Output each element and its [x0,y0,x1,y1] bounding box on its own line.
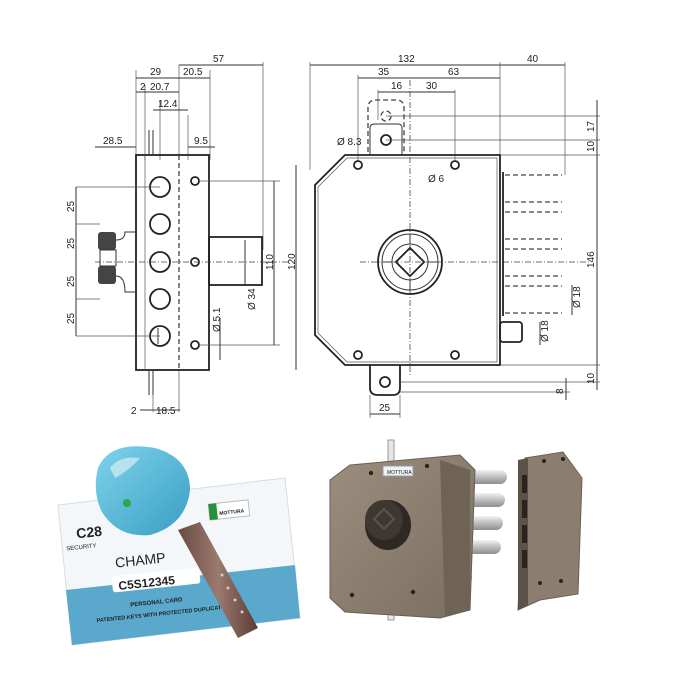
dim-132: 132 [398,54,415,65]
side-view-drawing: 29 20.5 57 2 20.7 12.4 28.5 9.5 25 25 25… [66,54,298,417]
dim-18-5: 18.5 [156,406,176,417]
card-code: C5S12345 [118,573,176,593]
dim-63: 63 [448,67,460,78]
dim-29: 29 [150,67,162,78]
dim-dia-5-1: Ø 5.1 [212,307,223,332]
bolt-outlines [502,172,562,316]
lock-knob [365,500,411,550]
front-view-drawing: 132 40 35 63 16 30 Ø 8.3 Ø 6 Ø 18 Ø 18 1… [309,54,600,418]
dim-120: 120 [287,253,298,270]
dim-10-bottom: 10 [586,372,597,384]
dim-9-5: 9.5 [194,136,208,147]
dim-57: 57 [213,54,225,65]
dim-dia-18-a: Ø 18 [572,286,583,308]
dim-35: 35 [378,67,390,78]
dim-110: 110 [265,254,276,270]
dim-28-5: 28.5 [103,136,123,147]
dim-dia-18-b: Ø 18 [540,320,551,342]
card-logo: MOTTURA [219,508,245,517]
dim-30: 30 [426,81,438,92]
dim-25-bottom: 25 [379,403,391,414]
card-line1: PERSONAL CARD [130,597,183,608]
card-brand: CHAMP [114,549,166,570]
dim-25-c: 25 [66,275,77,287]
dim-20-7: 20.7 [150,82,170,93]
key-led-icon [123,499,131,507]
dim-dia-34: Ø 34 [247,288,258,310]
dim-25-d: 25 [66,312,77,324]
lock-product-photo: MOTTURA [329,439,583,621]
dim-20-5: 20.5 [183,67,203,78]
card-model-sub: SECURITY [66,543,97,552]
dim-8: 8 [555,388,566,394]
lock-label: MOTTURA [387,470,412,476]
key [95,446,258,638]
dim-25-a: 25 [66,200,77,212]
dim-2: 2 [140,82,146,93]
dim-dia-6: Ø 6 [428,174,445,185]
dim-dia-8-3: Ø 8.3 [337,137,362,148]
dim-17: 17 [586,120,597,132]
dim-16: 16 [391,81,403,92]
strike-plate [517,451,583,611]
dim-25-b: 25 [66,237,77,249]
dim-2-bottom: 2 [131,406,137,417]
card-model: C28 [75,523,102,542]
dim-10-top: 10 [586,140,597,152]
dim-40: 40 [527,54,539,65]
dim-146: 146 [586,251,597,268]
dim-12-4: 12.4 [158,99,178,110]
